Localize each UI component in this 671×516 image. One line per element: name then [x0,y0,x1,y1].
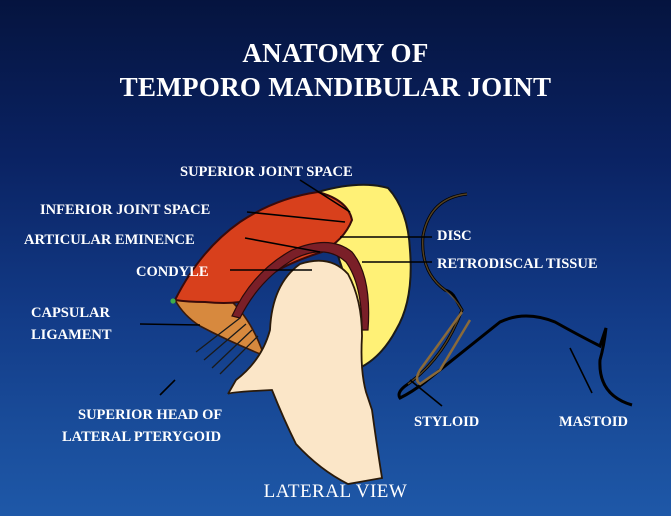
label-styloid: STYLOID [414,414,479,430]
label-mastoid: MASTOID [559,414,628,430]
label-retrodiscal-tissue: RETRODISCAL TISSUE [437,256,598,272]
capsule-attachment-dot [170,298,175,303]
view-caption: LATERAL VIEW [0,481,671,503]
label-articular-eminence: ARTICULAR EMINENCE [24,232,195,248]
label-disc: DISC [437,228,472,244]
label-condyle: CONDYLE [136,264,209,280]
label-inferior-joint-space: INFERIOR JOINT SPACE [40,202,210,218]
label-superior-head-line2: LATERAL PTERYGOID [62,429,221,445]
label-superior-head-line1: SUPERIOR HEAD OF [78,407,222,423]
label-capsular-line1: CAPSULAR [31,305,110,321]
capsular-ligament-region [175,298,270,358]
label-capsular-line2: LIGAMENT [31,327,112,343]
label-superior-joint-space: SUPERIOR JOINT SPACE [180,164,353,180]
